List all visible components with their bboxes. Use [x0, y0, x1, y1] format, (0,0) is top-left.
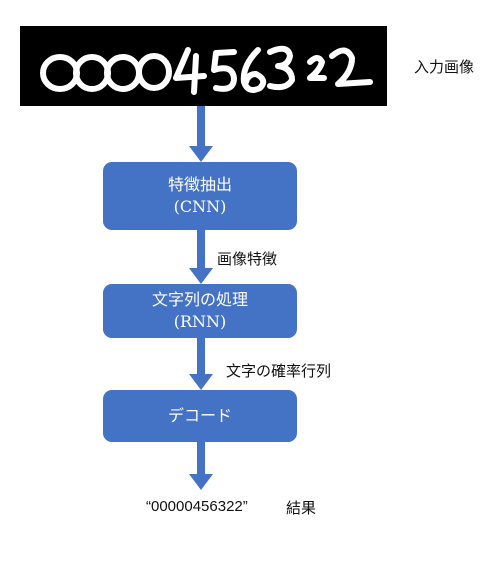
arrow-decode-to-result	[197, 442, 205, 476]
arrow-image-to-cnn	[197, 106, 205, 148]
handwritten-digits-image	[40, 45, 373, 95]
arrow-head-cnn-to-rnn	[189, 268, 213, 284]
input-image-label: 入力画像	[414, 58, 475, 76]
sequence-processing-title: 文字列の処理	[151, 290, 248, 309]
image-features-label: 画像特徴	[217, 250, 278, 268]
arrow-head-decode-to-result	[189, 474, 213, 490]
sequence-processing-box: 文字列の処理 (RNN)	[103, 284, 297, 338]
sequence-processing-subtitle: (RNN)	[173, 312, 227, 331]
feature-extraction-subtitle: (CNN)	[173, 197, 227, 216]
arrow-head-image-to-cnn	[189, 146, 213, 162]
arrow-cnn-to-rnn	[197, 230, 205, 270]
arrow-head-rnn-to-decode	[189, 374, 213, 390]
input-image	[20, 26, 387, 106]
decode-box: デコード	[103, 390, 297, 442]
feature-extraction-title: 特徴抽出	[167, 175, 232, 194]
decode-title: デコード	[167, 406, 232, 425]
feature-extraction-box: 特徴抽出 (CNN)	[103, 162, 297, 230]
result-label: 結果	[286, 499, 317, 517]
arrow-rnn-to-decode	[197, 338, 205, 376]
char-probability-matrix-label: 文字の確率行列	[226, 362, 332, 380]
result-text: “00000456322”	[146, 498, 248, 515]
